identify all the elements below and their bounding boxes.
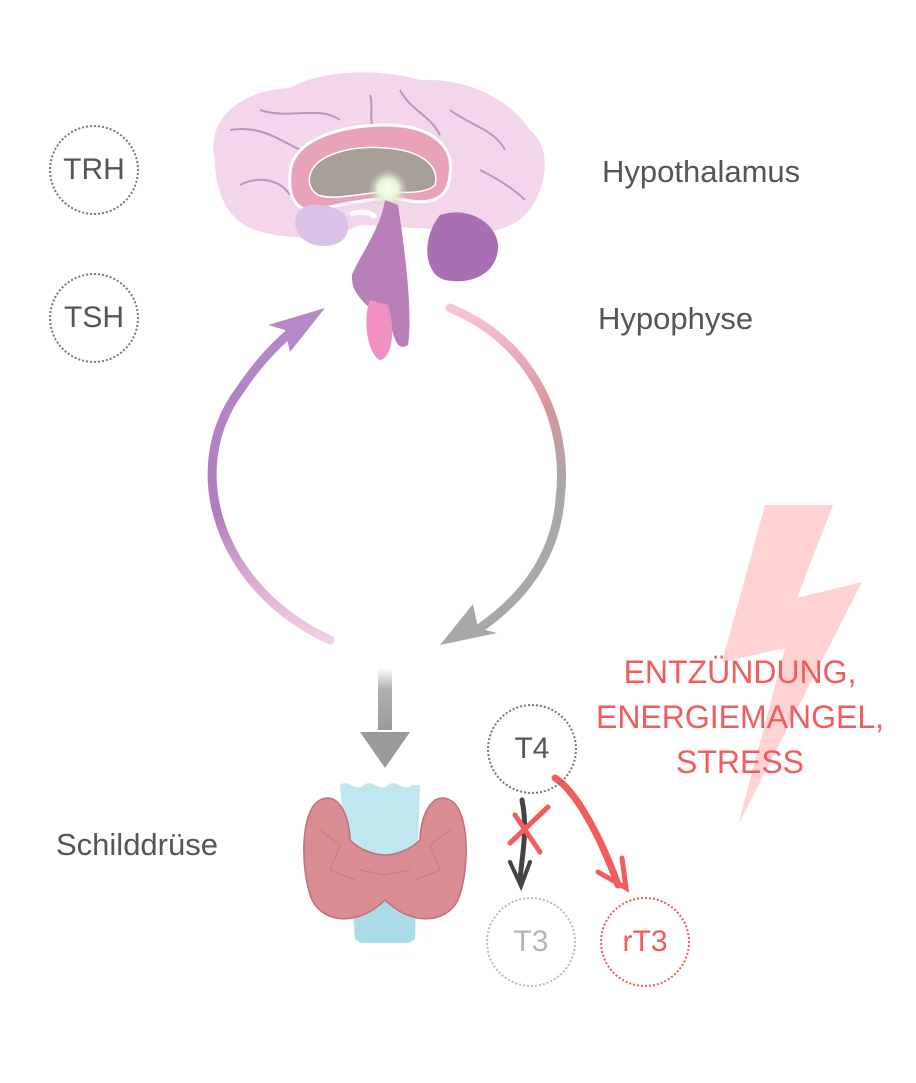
- hypothalamus-label: Hypothalamus: [602, 154, 801, 189]
- blocked-x-icon: [507, 804, 551, 855]
- arrow-up-head-icon: [268, 308, 325, 352]
- stress-factors: ENTZÜNDUNG, ENERGIEMANGEL, STRESS: [585, 650, 895, 785]
- stress-factor-energy-deficit: ENERGIEMANGEL,: [595, 699, 885, 735]
- schilddruese-label: Schilddrüse: [56, 827, 218, 862]
- feedback-arc-right: [445, 303, 566, 633]
- brain-illustration: [213, 72, 545, 360]
- stress-factor-inflammation: ENTZÜNDUNG,: [623, 654, 857, 690]
- t3-badge: T3: [486, 897, 576, 987]
- thyroid-illustration: [303, 783, 467, 943]
- feedback-arc-left: [207, 320, 335, 645]
- t4-to-t3-arrow: [517, 797, 528, 883]
- rt3-badge: rT3: [600, 897, 690, 987]
- t4-badge: T4: [487, 704, 577, 794]
- t4-to-rt3-arrow: [551, 774, 622, 889]
- arrow-down-head-icon: [440, 604, 497, 645]
- stress-factor-stress: STRESS: [675, 744, 805, 780]
- lightning-bolt-icon: [722, 505, 862, 825]
- hypophyse-label: Hypophyse: [598, 301, 754, 336]
- arrow-down-thyroid-icon: [360, 732, 410, 768]
- tsh-badge: TSH: [49, 273, 139, 363]
- trh-badge: TRH: [49, 125, 139, 215]
